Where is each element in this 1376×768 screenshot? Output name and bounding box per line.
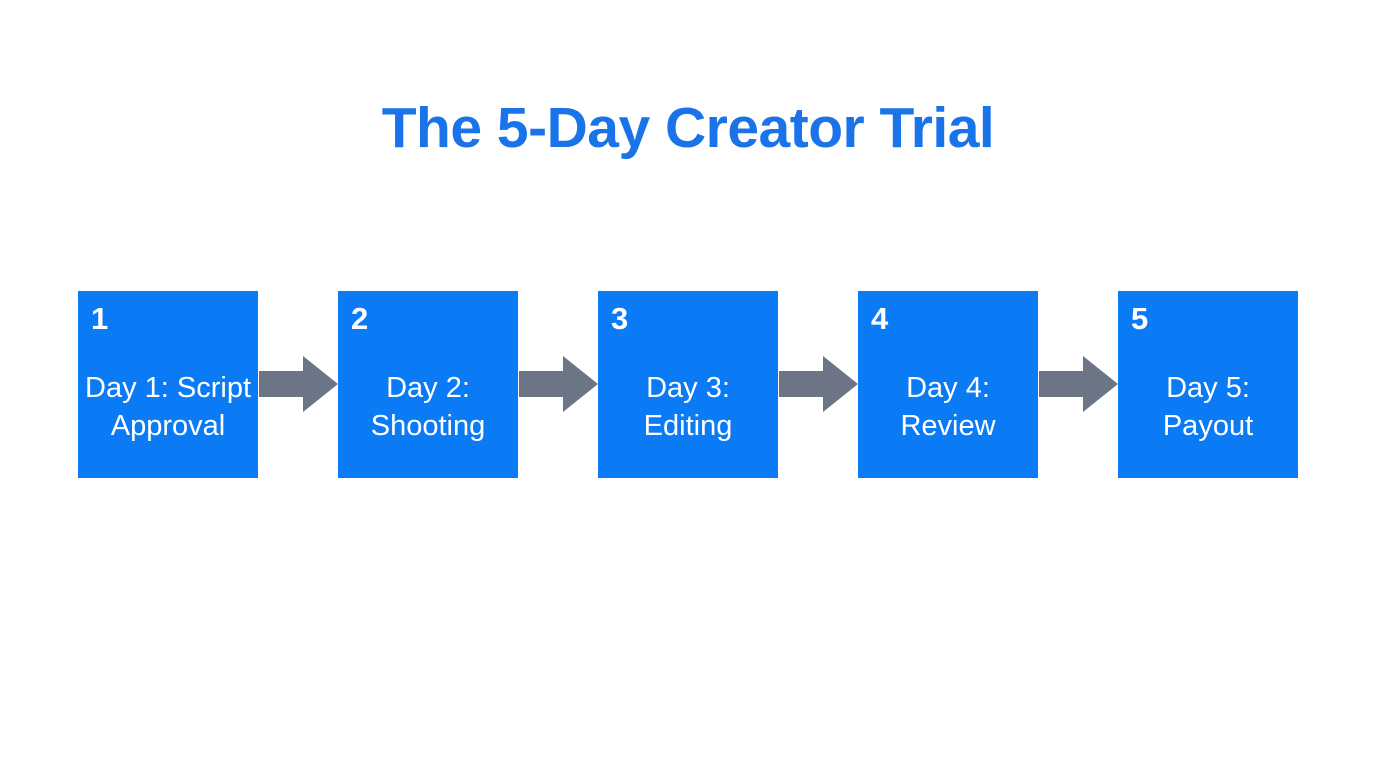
step-label: Day 5: Payout (1162, 372, 1254, 442)
arrow-right-icon (259, 356, 338, 412)
step-label: Day 4: Review (900, 372, 996, 442)
step-label: Day 3: Editing (643, 372, 733, 442)
page-title: The 5-Day Creator Trial (381, 96, 995, 160)
step-label: Day 1: Script Approval (85, 372, 251, 442)
process-step-1[interactable]: 1 Day 1: Script Approval (78, 291, 258, 478)
process-step-3[interactable]: 3 Day 3: Editing (598, 291, 778, 478)
step-label: Day 2: Shooting (370, 372, 486, 442)
step-number-badge: 1 (91, 301, 109, 336)
step-number-badge: 5 (1131, 301, 1149, 336)
process-step-4[interactable]: 4 Day 4: Review (858, 291, 1038, 478)
arrow-right-icon (519, 356, 598, 412)
step-number-badge: 2 (351, 301, 369, 336)
step-number-badge: 4 (871, 301, 889, 336)
process-flow-diagram: 1 Day 1: Script Approval 2 Day 2: Shooti… (78, 291, 1298, 478)
arrow-right-icon (779, 356, 858, 412)
arrow-right-icon (1039, 356, 1118, 412)
step-number-badge: 3 (611, 301, 629, 336)
process-step-2[interactable]: 2 Day 2: Shooting (338, 291, 518, 478)
process-step-5[interactable]: 5 Day 5: Payout (1118, 291, 1298, 478)
